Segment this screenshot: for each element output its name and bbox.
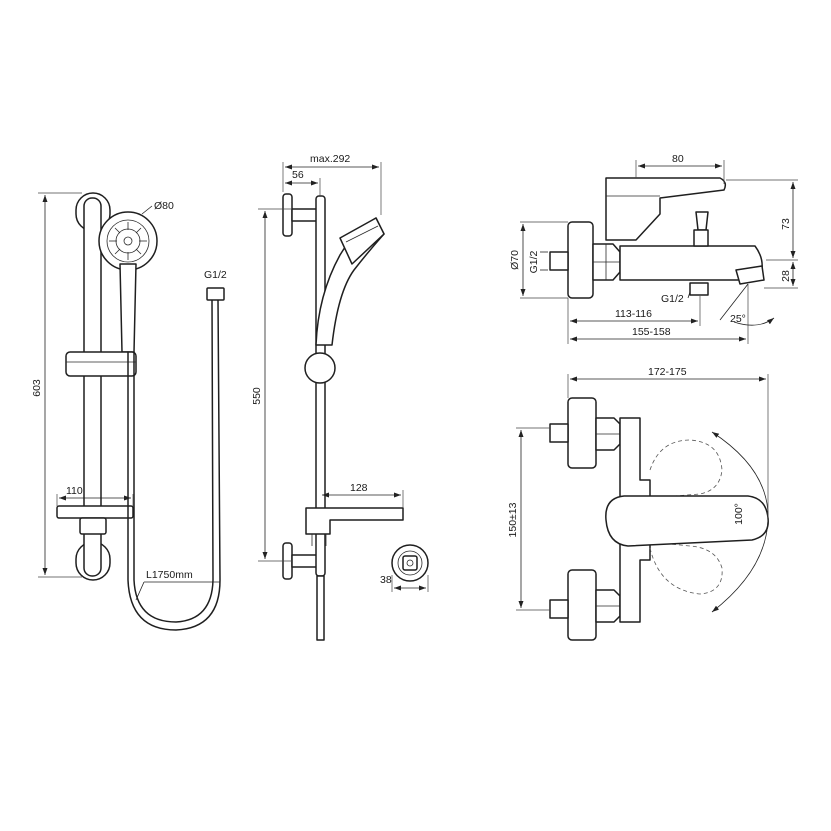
shelf-depth-label: 128 [350,482,368,494]
top-flange-upper [567,397,597,469]
diverter-knob [695,211,709,231]
flange-diameter-label: Ø70 [509,250,521,270]
top-inlet-lower [549,599,569,619]
top-flange-lower [567,569,597,641]
side-slider [304,352,336,384]
bracket-width-label: 38 [380,574,392,586]
bath-mixer-top-view [549,397,769,641]
shower-rail-side-view [282,193,429,641]
wall-to-rail-label: 110 [66,485,83,497]
lever-angle-label: 100° [733,503,745,525]
soap-shelf [56,505,134,519]
top-inlet-upper [549,423,569,443]
shower-rail [83,197,102,577]
centres-label: 150±13 [507,502,519,537]
rail-depth-label: 56 [292,169,304,181]
hose-thread-label: G1/2 [204,269,227,281]
rail-slider [65,351,137,377]
bath-mixer-side-view [549,177,765,299]
shower-rail-front-view [56,192,225,631]
wall-flange [567,221,594,299]
depth-113-label: 113-116 [615,308,652,320]
side-hose [316,575,325,641]
height-550-label: 550 [251,387,263,405]
overall-width-label: 172-175 [648,366,687,378]
height-28-label: 28 [780,270,792,282]
side-shelf [305,507,404,535]
rail-height-label: 603 [31,379,43,397]
depth-155-label: 155-158 [632,326,671,338]
max-depth-label: max.292 [310,153,350,165]
top-width-label: 80 [672,153,684,165]
view4-dimensions: 172-175 150±13 100° [507,366,769,611]
view3-dimensions: 80 73 28 Ø70 G1/2 G1/2 113-116 155-158 2… [509,153,798,344]
hose-nut [206,287,225,301]
shower-hose [127,299,221,631]
hand-shower-handle [119,263,137,353]
spout-angle-label: 25° [730,313,746,325]
inlet-stub [549,251,569,271]
spout-thread-label: G1/2 [661,293,684,305]
head-diameter-label: Ø80 [154,200,174,212]
lever-dashed-upper [649,439,723,499]
inlet-thread-label: G1/2 [528,250,540,273]
spout [735,265,765,285]
view2-dimensions: max.292 56 550 128 38 [251,153,429,592]
lever-angle-arc [711,431,769,613]
view1-dimensions: 603 Ø80 G1/2 110 L1750mm [31,192,227,601]
side-top-bracket [282,193,293,237]
lever-handle [605,177,727,241]
height-73-label: 73 [780,218,792,230]
lever-dashed-lower [649,541,723,595]
bracket-detail [391,544,429,582]
hand-shower-head [98,211,158,271]
hose-length-label: L1750mm [146,569,193,581]
top-lever [605,495,769,547]
spout-outlet [689,282,709,296]
